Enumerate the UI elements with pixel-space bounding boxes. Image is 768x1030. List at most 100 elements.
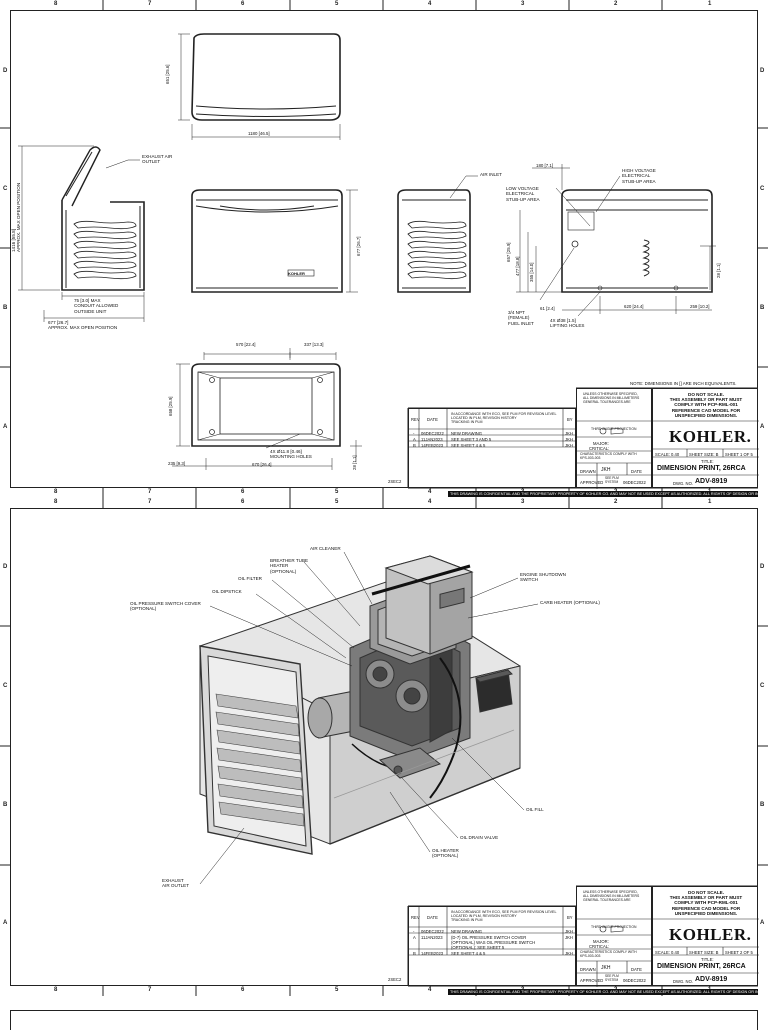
zone-row-b: B	[760, 802, 765, 808]
zone-col-7: 7	[148, 489, 152, 495]
major-tolerance: MAJOR:	[593, 939, 610, 944]
zone-row-a: A	[760, 424, 765, 430]
drawn-by: JKH	[601, 965, 611, 971]
label-air-inlet: AIR INLET	[480, 172, 502, 177]
scale: SCALE: 0.40	[655, 950, 680, 955]
dim-rear-v3: 355 [14.0]	[529, 262, 534, 282]
dim-plan-b: 337 [13.3]	[304, 342, 324, 347]
zone-col-2: 2	[614, 1, 618, 7]
label-mounting-holes: 4X Ø11.8 [0.46] MOUNTING HOLES	[270, 449, 312, 460]
zone-row-a: A	[760, 920, 765, 926]
rev-row-1-date: 06DEC2022	[421, 929, 444, 934]
do-not-scale-note: DO NOT SCALE. THIS ASSEMBLY OR PART MUST…	[669, 890, 743, 916]
rev-row-2-by: JKH	[565, 437, 573, 442]
zone-col-5: 5	[335, 987, 339, 993]
rev-row-2-date: 11JAN2023	[421, 935, 443, 940]
callout-engine-shutdown: ENGINE SHUTDOWN SWITCH	[520, 572, 566, 583]
zone-row-c: C	[3, 683, 8, 689]
scale: SCALE: 0.40	[655, 452, 680, 457]
rev-row-3-rev: B	[413, 443, 416, 448]
drawn-label: DRAWN	[580, 469, 596, 474]
rev-row-2-desc: SEE SHEET 3 AND 5	[451, 437, 492, 442]
rev-row-2-rev: A	[413, 935, 416, 940]
sheet-code: 2SEC2	[388, 479, 402, 484]
zone-row-c: C	[760, 186, 765, 192]
isometric-generator-view	[0, 498, 768, 996]
drawing-sheet-2: 8 7 6 5 4 3 2 1 8 7 6 5 4 3 2 1 D C B A …	[0, 498, 768, 996]
dim-rear-right: 28 [1.1]	[716, 263, 721, 278]
label-high-voltage: HIGH VOLTAGE ELECTRICAL STUB-UP AREA	[622, 168, 656, 184]
note-dimensions: NOTE: DIMENSIONS IN [] ARE INCH EQUIVALE…	[630, 381, 737, 386]
dim-rear-v2: 477 [18.8]	[515, 256, 520, 276]
title-label: TITLE:	[701, 459, 714, 464]
zone-col-4: 4	[428, 987, 432, 993]
sheet-border	[10, 1010, 758, 1030]
desc-header: IN ACCORDANCE WITH ECO, SEE PLM FOR REVI…	[451, 910, 557, 923]
zone-row-b: B	[3, 802, 8, 808]
drawing-title: DIMENSION PRINT, 26RCA	[657, 465, 746, 472]
rev-row-3-desc: SEE SHEET 4 & 5	[451, 443, 486, 448]
callout-breather-tube-heater: BREATHER TUBE HEATER (OPTIONAL)	[270, 558, 309, 574]
zone-row-d: D	[3, 564, 8, 570]
rev-row-3-desc: SEE SHEET 4 & 5	[451, 951, 486, 956]
rev-row-1-desc: NEW DRAWING	[451, 929, 483, 934]
callout-oil-dipstick: OIL DIPSTICK	[212, 589, 242, 594]
projection: THIRD ANGLE PROJECTION	[591, 427, 637, 431]
zone-col-6: 6	[241, 499, 245, 505]
zone-col-8: 8	[54, 987, 58, 993]
zone-row-c: C	[3, 186, 8, 192]
drawn-by: JKH	[601, 467, 611, 473]
company-grid	[653, 918, 759, 974]
company-box: DO NOT SCALE. THIS ASSEMBLY OR PART MUST…	[623, 388, 759, 488]
unless-specified: UNLESS OTHERWISE SPECIFIED, ALL DIMENSIO…	[583, 392, 640, 404]
dim-plan-a: 570 [22.4]	[236, 342, 256, 347]
sheet-border	[10, 10, 758, 488]
callout-oil-filter: OIL FILTER	[238, 576, 262, 581]
by-header: BY	[567, 915, 573, 920]
dim-plan-d: 670 [26.4]	[252, 462, 272, 467]
drawing-title: DIMENSION PRINT, 26RCA	[657, 963, 746, 970]
approved-sig: SEE PLM SYSTEM	[605, 974, 619, 982]
zone-col-3: 3	[521, 499, 525, 505]
zone-row-a: A	[3, 424, 8, 430]
callout-exhaust-air-outlet: EXHAUST AIR OUTLET	[162, 878, 190, 889]
confidential-footer: THIS DRAWING IS CONFIDENTIAL AND THE PRO…	[448, 491, 758, 497]
dim-plan-c: 235 [9.3]	[168, 461, 186, 466]
dwg-label: DWG. NO.	[673, 481, 694, 486]
revision-table: REV DATE IN ACCORDANCE WITH ECO, SEE PLM…	[408, 906, 577, 986]
drawing-number: ADV-8919	[695, 976, 728, 983]
tolerance-box: UNLESS OTHERWISE SPECIFIED, ALL DIMENSIO…	[576, 388, 653, 489]
zone-row-c: C	[760, 683, 765, 689]
zone-col-5: 5	[335, 489, 339, 495]
date-label: DATE	[631, 469, 642, 474]
zone-col-4: 4	[428, 1, 432, 7]
desc-header: IN ACCORDANCE WITH ECO, SEE PLM FOR REVI…	[451, 412, 557, 425]
zone-col-8: 8	[54, 489, 58, 495]
rev-row-3-rev: B	[413, 951, 416, 956]
rev-row-2-by: JKH	[565, 935, 573, 940]
dim-open-height: 1416 [55.8] APPROX. MAX OPEN POSITION	[11, 182, 22, 252]
rev-row-2-date: 11JAN2023	[421, 437, 443, 442]
title-block: REV DATE IN ACCORDANCE WITH ECO, SEE PLM…	[408, 886, 759, 987]
kohler-logo: KOHLER.	[669, 427, 752, 446]
sheet-number: SHEET 1 OF 5	[725, 452, 753, 457]
dim-top-width: 1180 [46.5]	[248, 131, 270, 136]
dim-plan-e: 28 [1.1]	[352, 455, 357, 470]
zone-col-8: 8	[54, 499, 58, 505]
revision-grid	[409, 907, 577, 956]
sheet-code: 2SEC2	[388, 977, 402, 982]
rev-row-3-by: JKH	[565, 951, 573, 956]
rev-row-1-by: JKH	[565, 929, 573, 934]
kohler-logo: KOHLER.	[669, 925, 752, 944]
label-exhaust-outlet: EXHAUST AIR OUTLET	[142, 154, 173, 165]
dim-rear-bottom: 620 [24.4]	[624, 304, 644, 309]
by-header: BY	[567, 417, 573, 422]
approved-sig: SEE PLM SYSTEM	[605, 476, 619, 484]
zone-col-6: 6	[241, 987, 245, 993]
critical-tolerance: CRITICAL:	[589, 944, 611, 949]
characteristics: CHARACTERISTICS COMPLY WITH KPS-003-003	[580, 950, 637, 958]
dwg-label: DWG. NO.	[673, 979, 694, 984]
approved-date: 06DEC2022	[623, 978, 646, 983]
drawing-sheet-1: 8 7 6 5 4 3 2 1 8 7 6 5 4 3 2 1 D C B A …	[0, 0, 768, 498]
revision-grid	[409, 409, 577, 448]
